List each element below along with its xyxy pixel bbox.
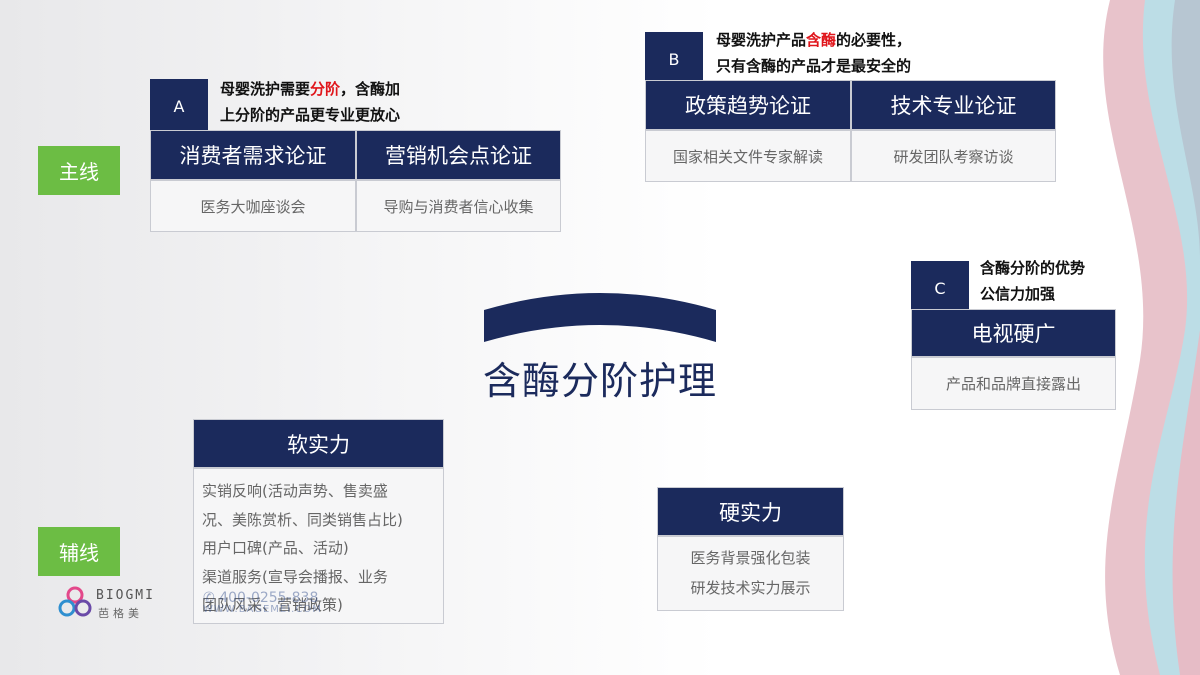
soft-power-header: 软实力 (193, 419, 444, 468)
soft-power-line: 用户口碑(产品、活动) (202, 539, 349, 557)
soft-power-line: 渠道服务(宣导会播报、业务 (202, 567, 388, 586)
section-a-tag: A (150, 79, 208, 134)
section-a-cell-consumer: 医务大咖座谈会 (150, 180, 356, 232)
section-c-note-line2: 公信力加强 (980, 285, 1056, 303)
section-b-note-line2: 只有含酶的产品才是最安全的 (716, 57, 912, 75)
section-c-tag: C (911, 261, 969, 316)
soft-power-details: 实销反响(活动声势、售卖盛 况、美陈赏析、同类销售占比) 用户口碑(产品、活动)… (193, 468, 444, 624)
brand-name-en: BIOGMI (96, 588, 155, 603)
section-b-header-policy: 政策趋势论证 (645, 80, 851, 130)
hard-power-line: 研发技术实力展示 (690, 579, 811, 597)
section-a-cell-marketing-text: 导购与消费者信心收集 (383, 197, 534, 216)
decorative-waves (1103, 0, 1200, 675)
section-b-tag-text: B (668, 50, 680, 69)
section-a-note-part: 母婴洗护需要 (220, 80, 311, 98)
section-a-tag-text: A (173, 97, 185, 116)
section-a-header-consumer: 消费者需求论证 (150, 130, 356, 180)
section-c-note-line1: 含酶分阶的优势 (980, 259, 1086, 277)
section-a-note-part: ，含酶加 (340, 80, 401, 98)
section-b-cell-tech: 研发团队考察访谈 (851, 130, 1056, 182)
hard-power-line: 医务背景强化包装 (690, 549, 811, 567)
section-b-note-part: 母婴洗护产品 (716, 31, 807, 49)
hard-power-header-text: 硬实力 (719, 500, 782, 525)
section-b-cell-tech-text: 研发团队考察访谈 (893, 147, 1014, 166)
section-a-header-marketing: 营销机会点论证 (356, 130, 561, 180)
section-b-note-part: 的必要性， (836, 31, 912, 49)
section-a-header-marketing-text: 营销机会点论证 (385, 144, 532, 168)
section-a-header-consumer-text: 消费者需求论证 (179, 144, 327, 168)
section-a-cell-marketing: 导购与消费者信心收集 (356, 180, 561, 232)
aux-line-label: 辅线 (38, 527, 120, 576)
section-b-header-tech: 技术专业论证 (851, 80, 1056, 130)
phone-number: 400-0255-838 (219, 590, 319, 606)
center-arc (484, 293, 716, 342)
soft-power-header-text: 软实力 (287, 432, 350, 457)
soft-power-line: 况、美陈赏析、同类销售占比) (202, 510, 403, 529)
phone-icon: ✆ (203, 590, 215, 606)
section-a-cell-consumer-text: 医务大咖座谈会 (200, 197, 306, 216)
section-c-note: 含酶分阶的优势 公信力加强 (980, 255, 1085, 307)
main-line-text: 主线 (59, 160, 99, 184)
section-c-header-tv: 电视硬广 (911, 309, 1116, 357)
section-a-note-line2: 上分阶的产品更专业更放心 (220, 106, 401, 124)
section-b-header-policy-text: 政策趋势论证 (685, 94, 811, 118)
section-a-note: 母婴洗护需要分阶，含酶加 上分阶的产品更专业更放心 (220, 76, 400, 128)
section-b-cell-policy: 国家相关文件专家解读 (645, 130, 851, 182)
section-c-header-tv-text: 电视硬广 (971, 322, 1056, 346)
brand-logo: BIOGMI 芭格美 (58, 586, 198, 622)
website-url: WWW.BAGEMEI.COM (203, 604, 322, 615)
section-c-cell-tv-text: 产品和品牌直接露出 (945, 375, 1081, 393)
section-b-header-tech-text: 技术专业论证 (890, 94, 1017, 118)
section-c-tag-text: C (934, 279, 946, 298)
section-b-note: 母婴洗护产品含酶的必要性， 只有含酶的产品才是最安全的 (716, 27, 911, 79)
hard-power-header: 硬实力 (657, 487, 844, 536)
brand-name-cn: 芭格美 (98, 607, 143, 620)
section-b-tag: B (645, 32, 703, 87)
soft-power-line: 实销反响(活动声势、售卖盛 (202, 482, 388, 500)
brand-flower-icon (58, 586, 92, 617)
section-a-note-highlight: 分阶 (310, 80, 341, 98)
section-b-cell-policy-text: 国家相关文件专家解读 (672, 147, 823, 166)
aux-line-text: 辅线 (59, 541, 99, 565)
hard-power-details: 医务背景强化包装 研发技术实力展示 (657, 536, 844, 611)
soft-power-line: 团队风采、营销政策) (202, 596, 343, 614)
center-title: 含酶分阶护理 (482, 359, 717, 403)
section-b-note-highlight: 含酶 (806, 31, 837, 49)
section-c-cell-tv: 产品和品牌直接露出 (911, 357, 1116, 410)
contact-watermark: ✆ 400-0255-838 WWW.BAGEMEI.COM (203, 590, 322, 615)
main-line-label: 主线 (38, 146, 120, 195)
